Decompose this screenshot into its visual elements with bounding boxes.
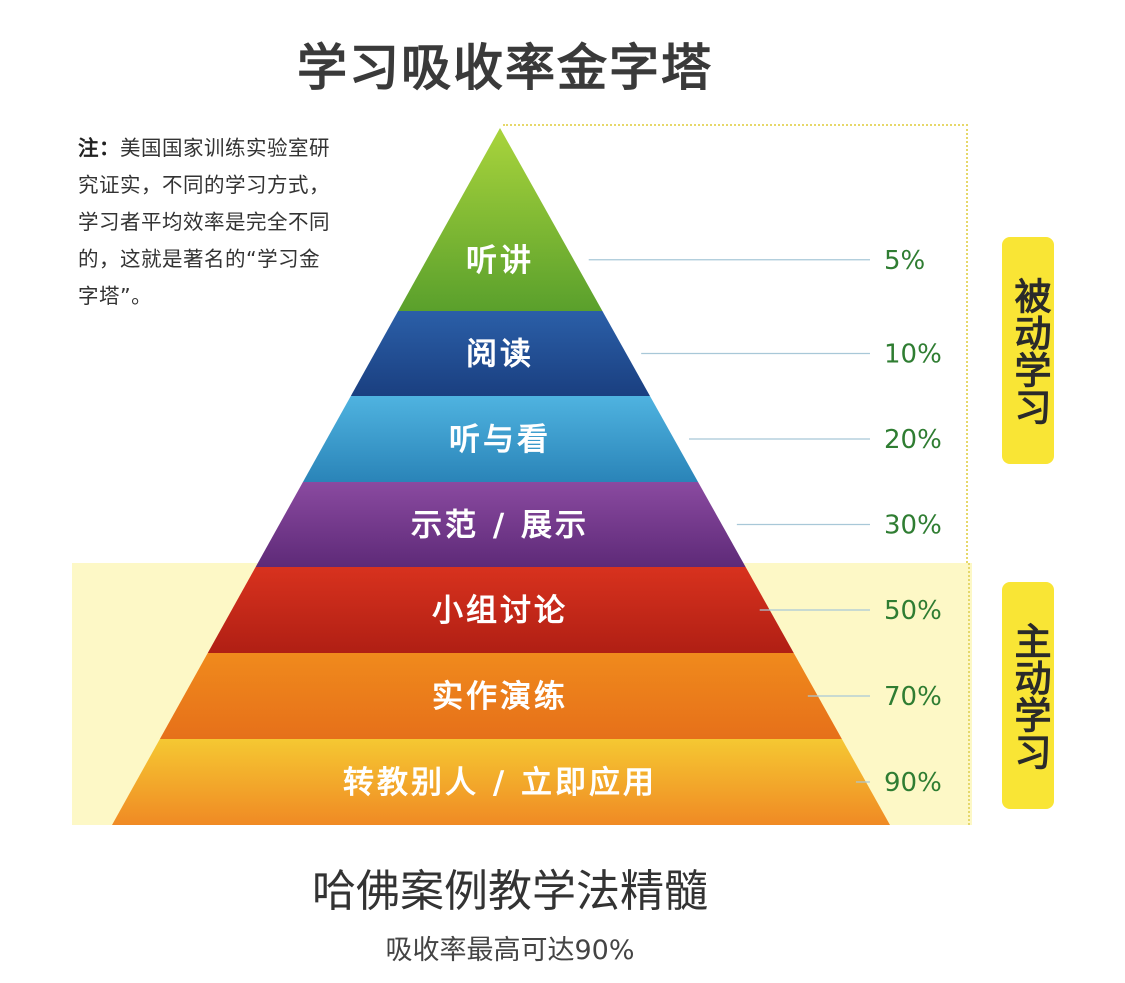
page-title: 学习吸收率金字塔 [297, 39, 713, 97]
retention-percent: 10% [884, 340, 942, 370]
retention-percent: 70% [884, 682, 942, 712]
note-body: 美国国家训练实验室研究证实，不同的学习方式，学习者平均效率是完全不同的，这就是著… [78, 136, 330, 308]
pyramid-layer [112, 739, 890, 825]
layer-label: 实作演练 [432, 679, 568, 715]
note-text: 注：美国国家训练实验室研究证实，不同的学习方式，学习者平均效率是完全不同的，这就… [78, 130, 333, 315]
passive-bracket [503, 124, 968, 563]
layer-label: 转教别人 / 立即应用 [343, 765, 657, 801]
note-prefix: 注： [78, 136, 120, 160]
layer-label: 听讲 [466, 243, 534, 279]
caption: 吸收率最高可达90% [385, 935, 635, 966]
retention-percent: 30% [884, 511, 942, 541]
pyramid-layer [207, 567, 794, 653]
pyramid-layer [302, 396, 699, 482]
pyramid-layer [255, 482, 746, 567]
retention-percent: 50% [884, 596, 942, 626]
pyramid-layer [398, 128, 603, 311]
retention-percent: 5% [884, 246, 925, 276]
active-learning-badge: 主动学习 [1002, 582, 1054, 809]
subtitle: 哈佛案例教学法精髓 [312, 866, 708, 917]
pyramid-layer [350, 311, 650, 396]
retention-percent: 90% [884, 768, 942, 798]
layer-label: 听与看 [449, 422, 551, 458]
active-bracket [968, 563, 970, 825]
pyramid-layer [159, 653, 842, 739]
passive-learning-badge: 被动学习 [1002, 237, 1054, 464]
layer-label: 阅读 [466, 337, 534, 373]
layer-label: 小组讨论 [432, 593, 568, 629]
retention-percent: 20% [884, 425, 942, 455]
layer-label: 示范 / 展示 [411, 508, 589, 544]
